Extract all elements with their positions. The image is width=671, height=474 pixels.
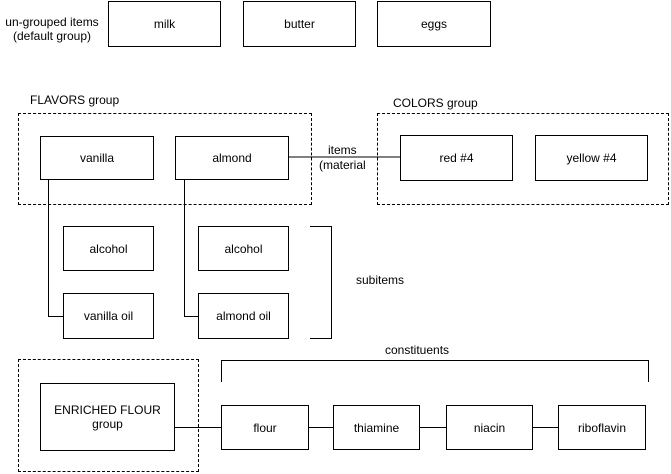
subitem-vanilla-alcohol: alcohol	[63, 226, 154, 271]
enriched-flour-title-line1: ENRICHED FLOUR	[54, 403, 161, 417]
link-label-material: (material	[319, 158, 366, 172]
item-vanilla: vanilla	[40, 136, 154, 180]
subitems-bracket	[310, 226, 332, 339]
subitems-label: subitems	[356, 273, 405, 287]
enriched-flour-group-item: ENRICHED FLOUR group	[40, 383, 175, 451]
item-almond: almond	[175, 136, 289, 180]
constituent-flour: flour	[221, 405, 309, 450]
constituents-bracket	[221, 360, 649, 382]
colors-group-title: COLORS group	[393, 96, 478, 110]
constituent-thiamine: thiamine	[333, 405, 420, 450]
flavors-group-box	[18, 113, 312, 205]
subitem-almond-alcohol: alcohol	[198, 226, 289, 271]
enriched-flour-title-line2: group	[92, 417, 123, 431]
colors-group-box	[377, 113, 669, 205]
item-butter: butter	[243, 1, 356, 47]
link-label-items: items	[328, 143, 357, 157]
flavors-group-title: FLAVORS group	[30, 93, 120, 107]
item-eggs: eggs	[377, 1, 491, 47]
subitem-almond-oil: almond oil	[198, 293, 289, 339]
constituent-riboflavin: riboflavin	[558, 405, 646, 450]
ungrouped-label-line1: un-grouped items	[5, 15, 99, 29]
enriched-flour-group-box	[18, 359, 199, 472]
ungrouped-label: un-grouped items (default group)	[0, 15, 104, 43]
constituents-label: constituents	[385, 343, 450, 357]
item-yellow-4: yellow #4	[535, 135, 648, 181]
ungrouped-label-line2: (default group)	[12, 29, 92, 43]
item-milk: milk	[108, 1, 221, 47]
constituent-niacin: niacin	[446, 405, 533, 450]
subitem-vanilla-oil: vanilla oil	[63, 293, 154, 339]
item-red-4: red #4	[400, 135, 513, 181]
